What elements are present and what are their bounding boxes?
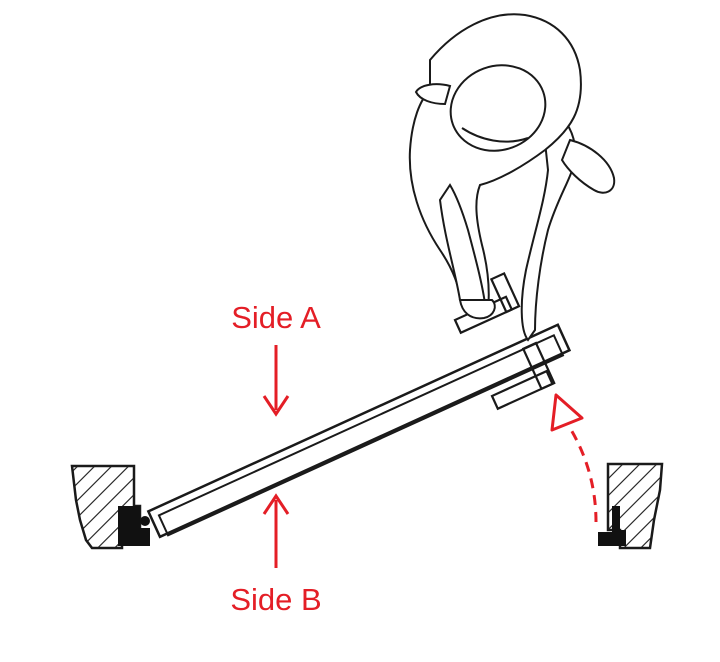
side-a-arrow-icon [262,345,290,417]
side-a-label: Side A [231,300,321,335]
door-panel-icon [146,323,572,539]
side-b-label: Side B [230,582,321,617]
side-b-arrow-icon [262,493,290,568]
left-wall-jamb-icon [70,464,150,550]
hinge-pin-icon [140,516,150,526]
swing-direction-arrow-icon [550,393,598,523]
person-top-view-icon [408,13,616,342]
right-wall-jamb-icon [598,462,664,550]
